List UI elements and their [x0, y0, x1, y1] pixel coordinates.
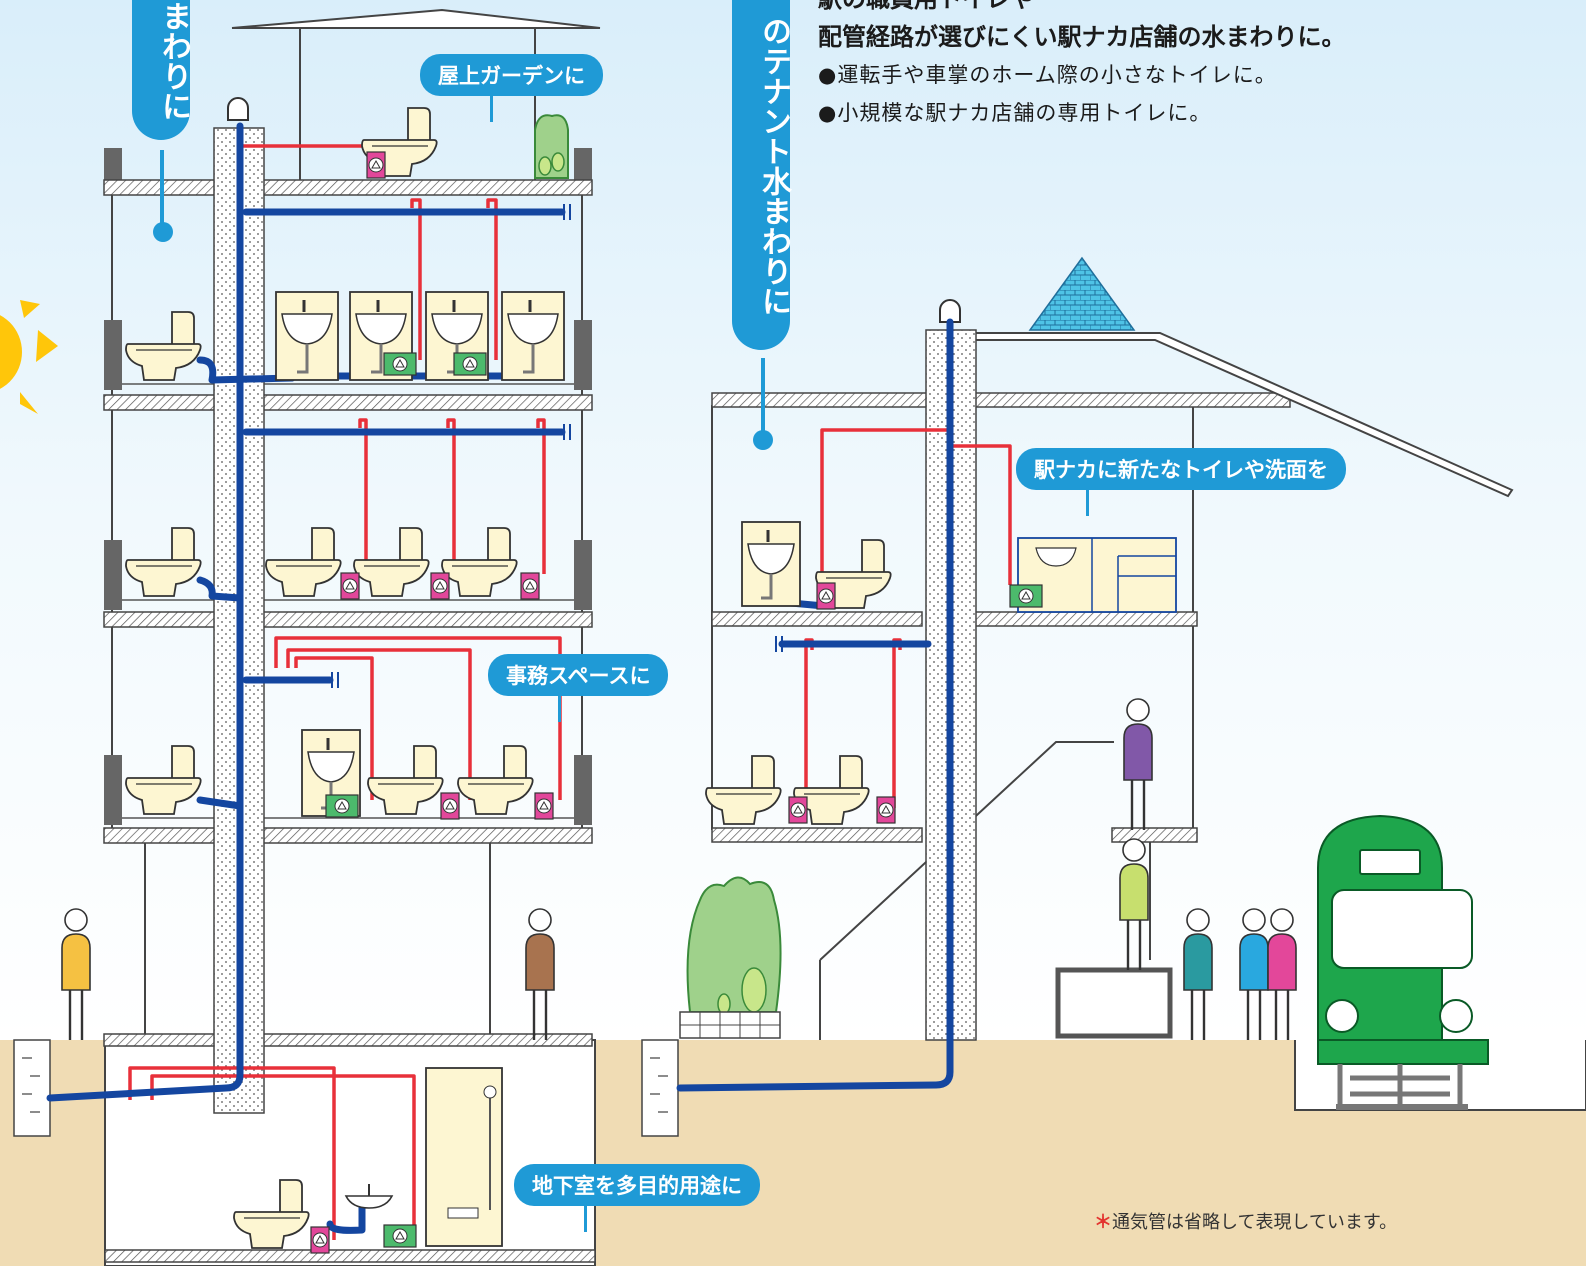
callout-basement-label: 地下室を多目的用途に [532, 1174, 742, 1198]
train [1317, 814, 1489, 1110]
header-line-1: 駅の職員用トイレや [818, 0, 1346, 18]
train-destination-board [1359, 849, 1421, 875]
pump-unit-pink-icon [366, 151, 386, 179]
header-line-2: 配管経路が選びにくい駅ナカ店舗の水まわりに。 [818, 23, 1346, 51]
person-icon [1267, 908, 1297, 1040]
toilet-icon [367, 745, 444, 815]
supply-pipes [128, 144, 1012, 1240]
person-icon [61, 908, 91, 1040]
right-vertical-banner: のテナント水まわりに [732, 0, 791, 350]
left-banner-pointer [160, 150, 164, 230]
basement-floor [104, 1249, 596, 1263]
description-block: 駅の職員用トイレや 配管経路が選びにくい駅ナカ店舗の水まわりに。 ●運転手や車掌… [818, 0, 1346, 132]
train-headlight-left [1325, 999, 1359, 1033]
retaining-wall-left [13, 1039, 51, 1137]
tree-rooftop [534, 114, 569, 179]
callout-basement: 地下室を多目的用途に [514, 1164, 760, 1232]
bullet-2: ●小規模な駅ナカ店舗の専用トイレに。 [818, 101, 1212, 125]
right-banner-text: のテナント水まわりに [756, 16, 791, 316]
footnote-mark: ＊ [1094, 1212, 1112, 1233]
train-headlight-right [1439, 999, 1473, 1033]
callout-office-label: 事務スペースに [506, 664, 651, 688]
pump-unit-pink-icon [520, 572, 540, 600]
toilet-icon [125, 311, 202, 381]
toilet-icon [793, 755, 870, 825]
person-icon [1183, 908, 1213, 1040]
pump-unit-green-icon [453, 352, 487, 376]
kiosk-counter-icon [1017, 537, 1177, 613]
left-banner-dot [153, 222, 173, 242]
pump-unit-pink-icon [534, 792, 554, 820]
washbasin-icon [741, 521, 801, 607]
pump-unit-pink-icon [876, 796, 896, 824]
pump-unit-pink-icon [440, 792, 460, 820]
left-vertical-banner: まわりに [132, 0, 191, 140]
pump-unit-pink-icon [340, 572, 360, 600]
pump-unit-green-icon [383, 352, 417, 376]
pump-unit-pink-icon [310, 1226, 330, 1254]
pump-unit-pink-icon [430, 572, 450, 600]
callout-office-space: 事務スペースに [488, 654, 669, 722]
bullet-1: ●運転手や車掌のホーム際の小さなトイレに。 [818, 63, 1277, 87]
pump-unit-pink-icon [788, 796, 808, 824]
footnote: ＊通気管は省略して表現しています。 [1094, 1208, 1397, 1234]
left-building [103, 8, 601, 1047]
toilet-icon [705, 755, 782, 825]
toilet-icon [441, 527, 518, 597]
toilet-icon [233, 1179, 310, 1249]
person-icon [525, 908, 555, 1040]
right-banner-dot [753, 430, 773, 450]
station-building [711, 256, 1514, 1040]
callout-station: 駅ナカに新たなトイレや洗面を [1016, 448, 1346, 516]
callout-rooftop-label: 屋上ガーデンに [438, 64, 585, 88]
pump-unit-green-icon [383, 1224, 417, 1248]
sun-icon [0, 300, 58, 414]
train-window [1331, 889, 1473, 969]
pump-unit-pink-icon [816, 582, 836, 610]
washbasin-icon [501, 291, 565, 381]
toilet-icon [353, 527, 430, 597]
basement-washbasin-icon [344, 1184, 394, 1209]
left-banner-text: まわりに [156, 1, 191, 121]
pump-unit-green-icon [1009, 584, 1043, 608]
washbasin-icon [275, 291, 339, 381]
toilet-icon [125, 745, 202, 815]
retaining-wall-right [641, 1039, 679, 1137]
person-icon [1119, 838, 1149, 970]
pump-unit-green-icon [325, 794, 359, 818]
right-banner-pointer [761, 358, 765, 436]
callout-station-label: 駅ナカに新たなトイレや洗面を [1034, 458, 1328, 482]
toilet-icon [125, 527, 202, 597]
shower-unit-icon [425, 1067, 503, 1247]
tree-station [679, 876, 782, 1039]
footnote-text: 通気管は省略して表現しています。 [1112, 1212, 1398, 1233]
washbasin-icon [349, 291, 413, 381]
person-icon [1123, 698, 1153, 830]
pipe-end-caps [331, 204, 783, 688]
toilet-icon [265, 527, 342, 597]
callout-rooftop-garden: 屋上ガーデンに [420, 54, 603, 122]
toilet-icon [457, 745, 534, 815]
